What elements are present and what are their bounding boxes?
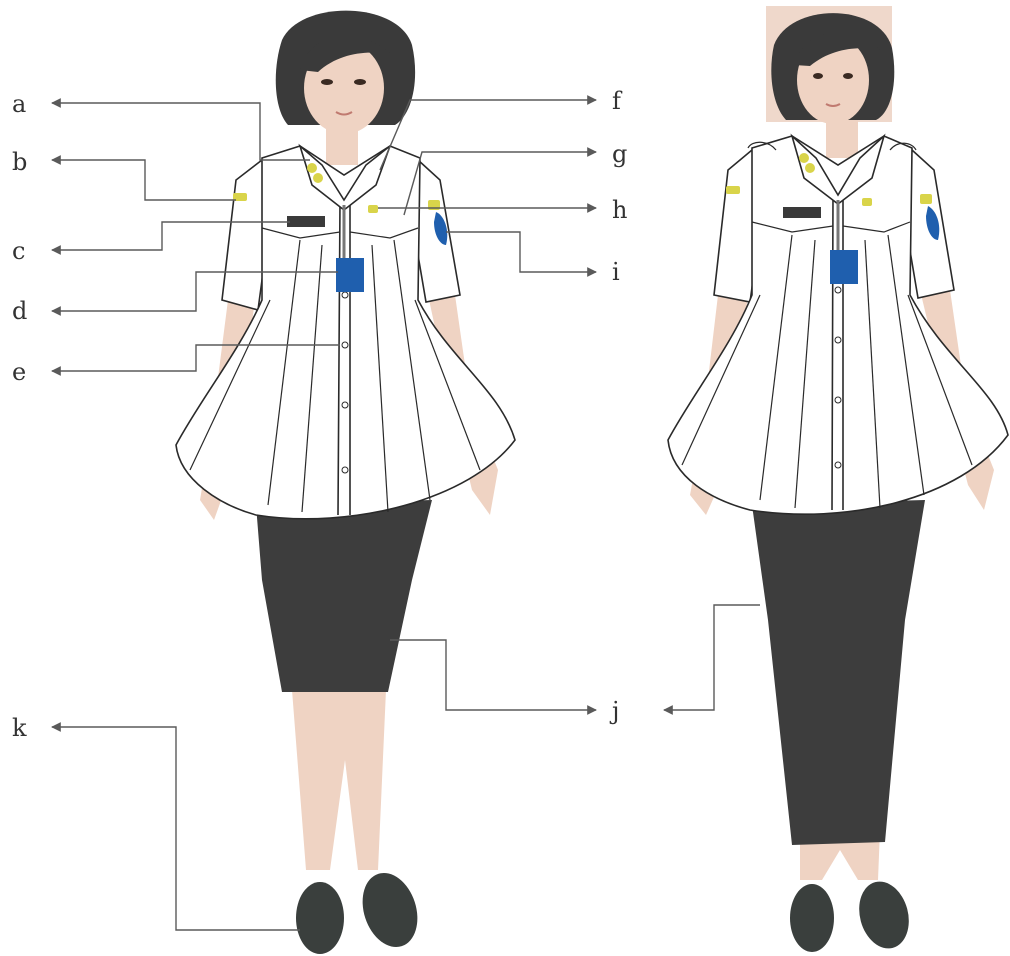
front-id-card <box>336 258 364 292</box>
second-right-eye <box>843 73 853 79</box>
second-figure <box>668 6 1008 954</box>
second-shoulder-badge <box>726 186 740 194</box>
second-nameplate <box>783 207 821 218</box>
front-skirt <box>256 500 432 692</box>
label-f: f <box>612 87 623 115</box>
label-d: d <box>12 297 27 325</box>
leader-j-right <box>664 605 760 710</box>
label-k: k <box>12 714 27 742</box>
front-chest-pin <box>368 205 378 213</box>
label-c: c <box>12 237 25 265</box>
front-collar-insignia <box>307 163 317 173</box>
second-collar-insignia-2 <box>805 163 815 173</box>
label-e: e <box>12 358 26 386</box>
label-i: i <box>612 258 620 286</box>
front-left-eye <box>321 79 333 85</box>
leader-i <box>446 232 596 272</box>
second-left-eye <box>813 73 823 79</box>
second-sleeve-badge <box>920 194 932 204</box>
leader-j-left <box>390 640 596 710</box>
front-right-eye <box>354 79 366 85</box>
front-legs <box>292 690 386 870</box>
second-skirt <box>752 500 925 845</box>
second-chest-pin <box>862 198 872 206</box>
front-nameplate <box>287 216 325 227</box>
second-right-shoe <box>852 876 916 954</box>
leader-a <box>52 103 310 160</box>
front-left-shoe <box>296 882 344 954</box>
front-right-shoe <box>354 866 427 954</box>
label-j: j <box>609 697 619 725</box>
second-collar-insignia <box>799 153 809 163</box>
leader-b <box>52 160 236 200</box>
second-id-card <box>830 250 858 284</box>
label-g: g <box>612 140 627 168</box>
front-collar-insignia-2 <box>313 173 323 183</box>
leader-k <box>52 727 300 930</box>
label-a: a <box>12 90 26 118</box>
second-left-shoe <box>790 884 834 952</box>
label-h: h <box>612 196 627 224</box>
label-b: b <box>12 148 27 176</box>
